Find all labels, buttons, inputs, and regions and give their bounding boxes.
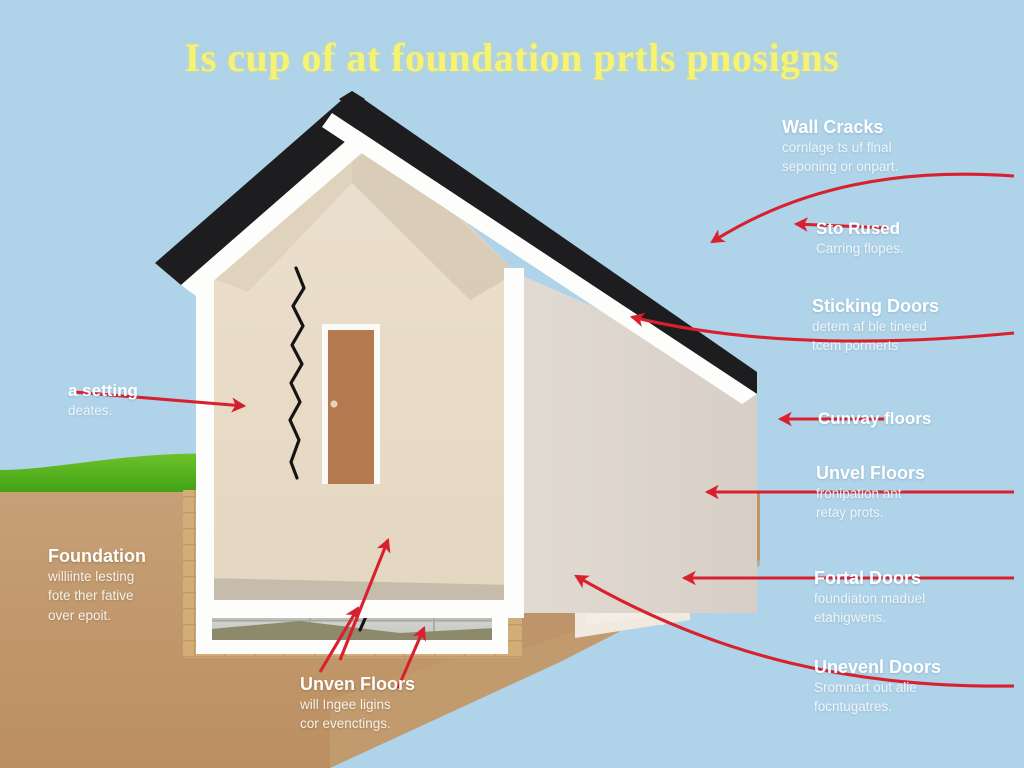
callout-heading: Cunvay floors [818, 409, 932, 428]
floor-plane [206, 578, 516, 600]
house [155, 91, 757, 618]
wall-crack [288, 266, 306, 480]
callout-heading: Foundation [48, 546, 146, 566]
trim-left [196, 270, 214, 618]
roof-right-fascia [322, 113, 757, 404]
roof-right-shingle [332, 91, 757, 394]
arrow-unven-floors-right [396, 626, 426, 689]
callout-line-1: Carring flopes. [816, 241, 904, 257]
arrow-basement-spall [338, 538, 391, 661]
arrow-layer [73, 172, 1015, 689]
callout-line-2: retay prots. [816, 505, 884, 521]
trim-corner [504, 268, 524, 618]
callout-heading: a setting [68, 381, 138, 400]
page-title: Is cup of at foundation prtls pnosigns [184, 35, 840, 80]
callout-foundation[interactable]: Foundation williinte lesting fote ther f… [48, 546, 146, 625]
callout-line-2: tcem pormerts [812, 338, 899, 354]
callout-line-1: will Ingee ligins [300, 697, 391, 713]
callout-line-1: fronipation ant [816, 486, 902, 502]
callout-unvel-floors[interactable]: Unvel Floors fronipation ant retay prots… [816, 463, 925, 523]
callout-line-1: williinte lesting [48, 569, 135, 585]
callout-line-1: cornlage ts uf flnal [782, 140, 892, 156]
callout-line-1: Sromnart out alie [814, 680, 917, 696]
callout-unven-floors[interactable]: Unven Floors will Ingee ligins cor evenc… [300, 674, 415, 734]
callout-line-2: fote ther fative [48, 588, 134, 604]
callout-heading: Wall Cracks [782, 117, 884, 137]
arrow-sto-rused [793, 217, 889, 232]
callout-heading: Sticking Doors [812, 296, 940, 316]
callout-heading: Sto Rused [816, 219, 901, 238]
callout-heading: Unevenl Doors [814, 657, 942, 677]
callout-uneven-doors[interactable]: Unevenl Doors Sromnart out alie focntuga… [814, 657, 941, 717]
callout-line-2: cor evenctings. [300, 716, 391, 732]
roof-left-shingle [155, 91, 378, 285]
arrow-unven-floors-left [318, 606, 360, 673]
callout-line-3: over epoit. [48, 607, 112, 623]
arrow-uneven-doors [574, 574, 1015, 688]
callout-heading: Unven Floors [300, 674, 416, 694]
callout-sto-rused[interactable]: Sto Rused Carring flopes. [816, 219, 904, 258]
callout-line-2: etahigwens. [814, 610, 887, 626]
callout-line-1: detem af ble tineed [812, 319, 927, 335]
callout-line-2: seponing or onpart. [782, 159, 899, 175]
callout-line-1: deates. [68, 403, 113, 419]
arrow-a-setting [73, 390, 247, 413]
callout-wall-cracks[interactable]: Wall Cracks cornlage ts uf flnal seponin… [782, 117, 898, 177]
callout-fortal-doors[interactable]: Fortal Doors foundiaton maduel etahigwen… [814, 568, 925, 628]
grass-hill [0, 453, 230, 496]
door-knob [330, 400, 338, 408]
arrow-wall-cracks [710, 172, 1015, 244]
callout-a-setting[interactable]: a setting deates. [68, 381, 138, 420]
arrow-sticking-doors [629, 312, 1015, 343]
callout-heading: Fortal Doors [814, 568, 922, 588]
callout-sticking-doors[interactable]: Sticking Doors detem af ble tineed tcem … [812, 296, 939, 356]
callout-heading: Unvel Floors [816, 463, 926, 483]
callout-line-1: foundiaton maduel [814, 591, 926, 607]
interior-door [322, 324, 380, 484]
roof-left-fascia [181, 113, 392, 296]
callout-cunvay-floors[interactable]: Cunvay floors [818, 409, 931, 429]
roof-ridge [339, 91, 365, 110]
callout-line-2: focntugatres. [814, 699, 893, 715]
